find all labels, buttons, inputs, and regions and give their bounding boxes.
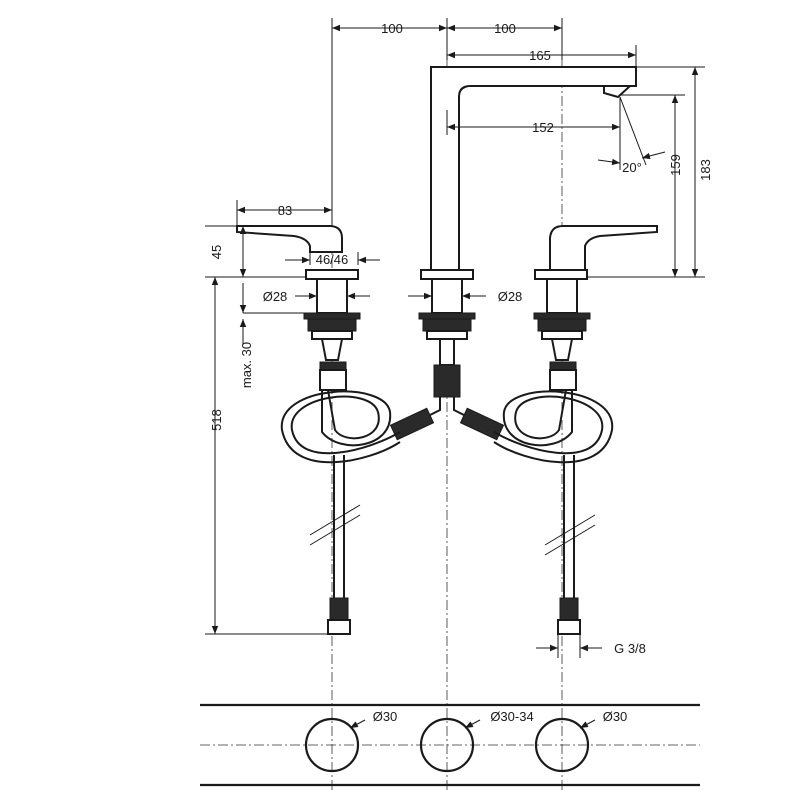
hole-right-label: Ø30 bbox=[603, 709, 628, 724]
dim-total-height: 183 bbox=[698, 159, 713, 181]
dimension-labels: 100 100 165 152 20° 159 183 83 45 46/46 … bbox=[209, 21, 713, 656]
dimension-lines bbox=[205, 18, 705, 658]
dim-handle-angle: 46/46 bbox=[316, 252, 349, 267]
dim-spout-reach: 165 bbox=[529, 48, 551, 63]
dim-spacing-right: 100 bbox=[494, 21, 516, 36]
hole-right bbox=[534, 717, 590, 773]
dim-valve-diameter-left: Ø28 bbox=[263, 289, 288, 304]
dim-overall-length: 518 bbox=[209, 409, 224, 431]
dim-spout-height: 159 bbox=[668, 154, 683, 176]
valve-center bbox=[418, 278, 476, 398]
handle-right bbox=[534, 225, 658, 280]
hole-left bbox=[304, 717, 360, 773]
dim-deck-max: max. 30 bbox=[239, 342, 254, 388]
dim-angle: 20° bbox=[622, 160, 642, 175]
dim-handle-height: 45 bbox=[209, 245, 224, 259]
hoses bbox=[280, 389, 614, 635]
dim-spout-inner: 152 bbox=[532, 120, 554, 135]
valve-left bbox=[303, 278, 361, 391]
hole-center bbox=[419, 717, 475, 773]
dim-valve-diameter-center: Ø28 bbox=[498, 289, 523, 304]
deck-hole-view: Ø30 Ø30-34 Ø30 bbox=[200, 703, 700, 787]
valve-right bbox=[533, 278, 591, 391]
spout bbox=[420, 66, 637, 280]
dim-spacing-left: 100 bbox=[381, 21, 403, 36]
hole-center-label: Ø30-34 bbox=[490, 709, 533, 724]
dim-handle-length: 83 bbox=[278, 203, 292, 218]
dim-connection: G 3/8 bbox=[614, 641, 646, 656]
hole-left-label: Ø30 bbox=[373, 709, 398, 724]
